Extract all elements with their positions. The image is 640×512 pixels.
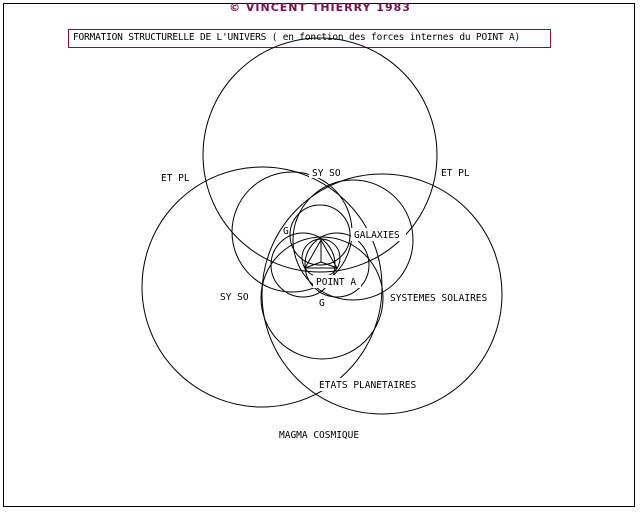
label-sy-so-left: SY SO <box>220 292 249 303</box>
label-g-lower: G <box>319 298 325 309</box>
medium-circle-upper-right <box>292 179 414 301</box>
label-sy-so-top: SY SO <box>312 168 341 179</box>
label-point-a: POINT A <box>316 277 356 288</box>
canvas-frame <box>3 3 635 507</box>
big-circle-right <box>261 173 503 415</box>
point-a-median-3 <box>320 261 338 269</box>
small-circle-top <box>289 204 351 266</box>
small-circle-right <box>304 232 370 298</box>
diagram-title: FORMATION STRUCTURELLE DE L'UNIVERS ( en… <box>73 32 521 43</box>
point-a-median-2 <box>304 261 322 269</box>
label-galaxies: GALAXIES <box>354 230 400 241</box>
label-g-upper: G <box>283 226 289 237</box>
label-systemes-solaires: SYSTEMES SOLAIRES <box>390 293 488 304</box>
label-et-pl-left: ET PL <box>161 173 190 184</box>
point-a-triangle <box>304 238 338 269</box>
label-et-pl-right: ET PL <box>441 168 470 179</box>
label-magma-cosmique: MAGMA COSMIQUE <box>279 430 359 441</box>
copyright-text: © VINCENT THIERRY 1983 <box>229 1 411 14</box>
big-circle-top <box>202 37 438 273</box>
label-etats-planetaires: ETATS PLANETAIRES <box>319 380 417 391</box>
